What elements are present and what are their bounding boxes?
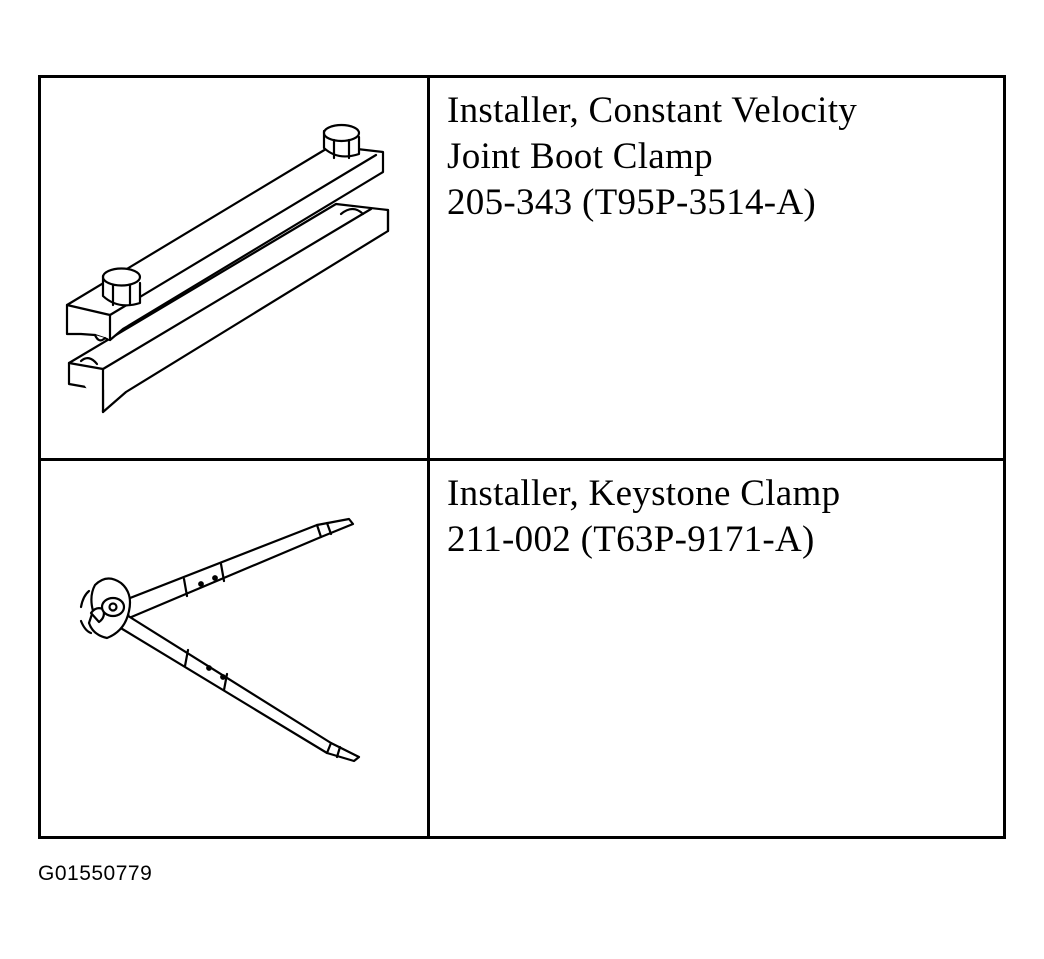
tool-name-line: Installer, Keystone Clamp <box>447 473 841 514</box>
tool-illustration <box>41 461 427 836</box>
tool-description: Installer, Keystone Clamp 211-002 (T63P-… <box>447 471 840 563</box>
tool-row: Installer, Constant Velocity Joint Boot … <box>41 78 1003 458</box>
tool-description: Installer, Constant Velocity Joint Boot … <box>447 88 857 226</box>
tool-row: Installer, Keystone Clamp 211-002 (T63P-… <box>41 461 1003 836</box>
figure-id: G01550779 <box>38 862 153 885</box>
row-divider <box>41 458 1003 461</box>
tool-part-number: 211-002 (T63P-9171-A) <box>447 519 815 560</box>
special-tools-table: Installer, Constant Velocity Joint Boot … <box>38 75 1006 839</box>
keystone-clamp-pliers-icon <box>79 517 361 763</box>
tool-name-line: Installer, Constant Velocity <box>447 90 858 131</box>
column-divider <box>427 78 430 836</box>
tool-name-line: Joint Boot Clamp <box>447 136 713 177</box>
tool-part-number: 205-343 (T95P-3514-A) <box>447 182 817 223</box>
cv-joint-boot-clamp-installer-icon <box>65 123 390 414</box>
tool-illustration <box>41 78 427 458</box>
